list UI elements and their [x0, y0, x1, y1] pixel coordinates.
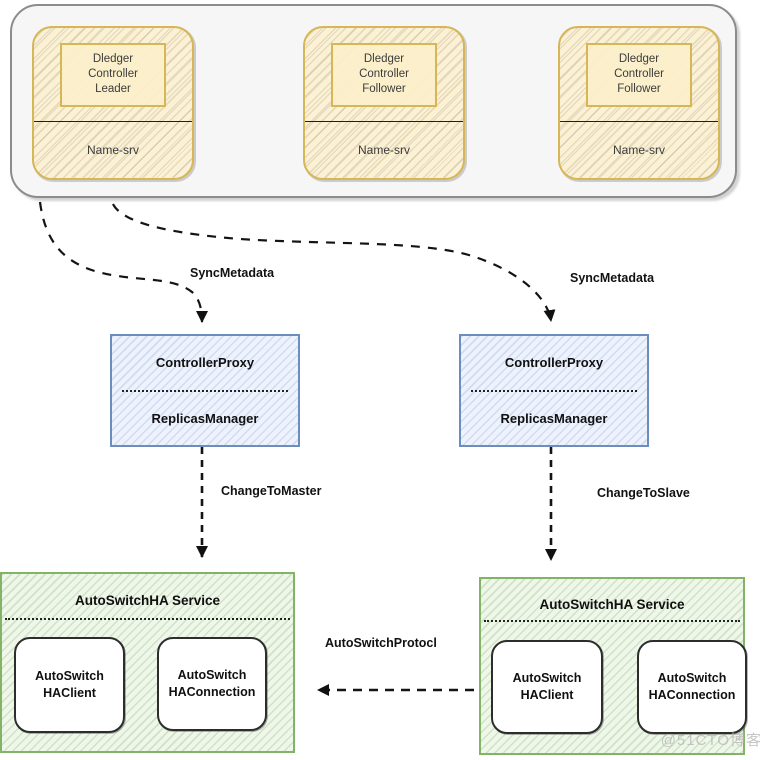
broker-node-follower-2: Dledger Controller Follower Name-srv	[558, 26, 720, 180]
proxy-divider	[471, 389, 637, 392]
node-divider	[560, 121, 718, 122]
ha-client-box: AutoSwitch HAClient	[491, 640, 603, 734]
dledger-controller-follower-box: Dledger Controller Follower	[586, 42, 692, 107]
edge-label-change-to-slave: ChangeToSlave	[597, 486, 690, 500]
controller-proxy-box-right: ControllerProxy ReplicasManager	[459, 334, 649, 447]
ha-service-box-left: AutoSwitchHA Service AutoSwitch HAClient…	[0, 572, 295, 753]
ha-service-box-right: AutoSwitchHA Service AutoSwitch HAClient…	[479, 577, 747, 755]
service-divider	[5, 618, 290, 620]
dledger-controller-leader-box: Dledger Controller Leader	[60, 42, 166, 107]
nameserver-label: Name-srv	[357, 143, 410, 157]
watermark: @51CTO博客	[660, 732, 762, 749]
ha-service-title: AutoSwitchHA Service	[74, 593, 221, 608]
broker-node-upper: Dledger Controller Follower	[560, 28, 718, 121]
ha-connection-box: AutoSwitch HAConnection	[637, 640, 747, 734]
dledger-controller-follower-box: Dledger Controller Follower	[331, 42, 437, 107]
node-divider	[305, 121, 463, 122]
ha-client-box: AutoSwitch HAClient	[14, 637, 125, 733]
edge-label-sync-metadata-left: SyncMetadata	[190, 266, 275, 280]
edge-label-auto-switch-protocol: AutoSwitchProtocl	[325, 636, 437, 650]
proxy-divider	[122, 389, 288, 392]
arrow-sync-metadata-left	[38, 201, 208, 323]
replicas-manager-label: ReplicasManager	[151, 410, 259, 426]
edge-label-sync-metadata-right: SyncMetadata	[570, 271, 655, 285]
controller-proxy-label: ControllerProxy	[504, 355, 604, 371]
controller-cluster-container: Dledger Controller Leader Name-srv Dledg…	[10, 4, 737, 198]
broker-node-upper: Dledger Controller Leader	[34, 28, 192, 121]
nameserver-label: Name-srv	[612, 143, 665, 157]
broker-node-upper: Dledger Controller Follower	[305, 28, 463, 121]
node-divider	[34, 121, 192, 122]
broker-node-follower-1: Dledger Controller Follower Name-srv	[303, 26, 465, 180]
controller-proxy-box-left: ControllerProxy ReplicasManager	[110, 334, 300, 447]
replicas-manager-label: ReplicasManager	[500, 410, 608, 426]
edge-label-change-to-master: ChangeToMaster	[221, 484, 322, 498]
ha-service-title: AutoSwitchHA Service	[539, 597, 685, 612]
ha-connection-box: AutoSwitch HAConnection	[157, 637, 267, 731]
service-divider	[484, 620, 740, 622]
nameserver-label: Name-srv	[86, 143, 139, 157]
broker-node-leader: Dledger Controller Leader Name-srv	[32, 26, 194, 180]
controller-proxy-label: ControllerProxy	[155, 355, 255, 371]
arrow-sync-metadata-right	[112, 203, 556, 322]
